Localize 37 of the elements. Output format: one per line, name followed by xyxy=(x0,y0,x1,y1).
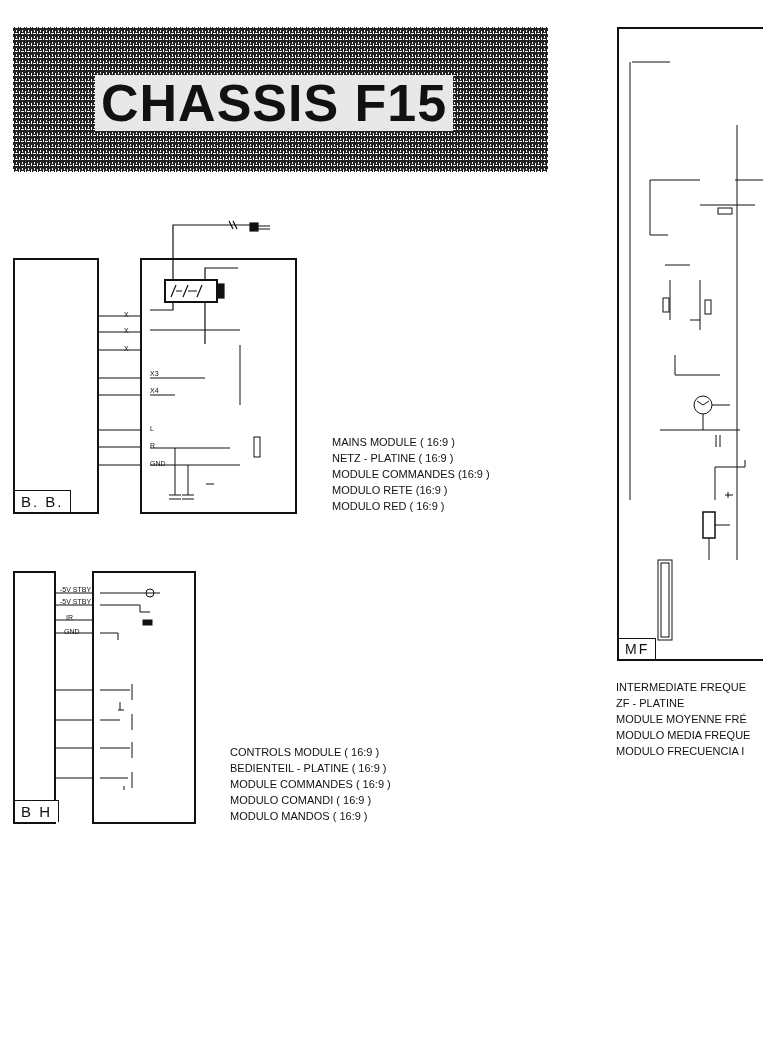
wire xyxy=(98,429,141,431)
wire xyxy=(55,632,93,634)
wire xyxy=(98,377,141,379)
wire xyxy=(55,592,93,594)
connector-board xyxy=(13,258,99,514)
caption-line: MODULO RED ( 16:9 ) xyxy=(332,501,445,512)
wire xyxy=(55,747,93,749)
wire xyxy=(98,349,141,351)
caption-line: NETZ - PLATINE ( 16:9 ) xyxy=(332,453,454,464)
caption-line: MODULO MANDOS ( 16:9 ) xyxy=(230,811,368,822)
caption-line: BEDIENTEIL - PLATINE ( 16:9 ) xyxy=(230,763,387,774)
caption-line: MODULO COMANDI ( 16:9 ) xyxy=(230,795,372,806)
module-label: B. B. xyxy=(15,490,71,512)
caption-line: MODULE MOYENNE FRÉ xyxy=(616,714,747,725)
wire xyxy=(55,777,93,779)
connector-board xyxy=(13,571,56,824)
caption-line: MODULO RETE (16:9 ) xyxy=(332,485,448,496)
wire xyxy=(55,719,93,721)
wire xyxy=(98,394,141,396)
if-module-board xyxy=(617,27,763,661)
wire xyxy=(55,689,93,691)
caption-line: MODULO FRECUENCIA I xyxy=(616,746,745,757)
caption-line: MODULE COMMANDES (16:9 ) xyxy=(332,469,490,480)
caption-line: MODULE COMMANDES ( 16:9 ) xyxy=(230,779,391,790)
module-label: B H xyxy=(15,800,59,822)
wire xyxy=(98,315,141,317)
caption-line: MODULO MEDIA FREQUE xyxy=(616,730,751,741)
diagram-title: CHASSIS F15 xyxy=(95,75,454,131)
module-label: MF xyxy=(619,638,657,659)
mains-module-board xyxy=(140,258,297,514)
controls-module-board xyxy=(92,571,196,824)
wire xyxy=(98,464,141,466)
wire xyxy=(98,331,141,333)
wire xyxy=(98,446,141,448)
caption-line: ZF - PLATINE xyxy=(616,698,685,709)
wire xyxy=(55,604,93,606)
wire xyxy=(55,619,93,621)
